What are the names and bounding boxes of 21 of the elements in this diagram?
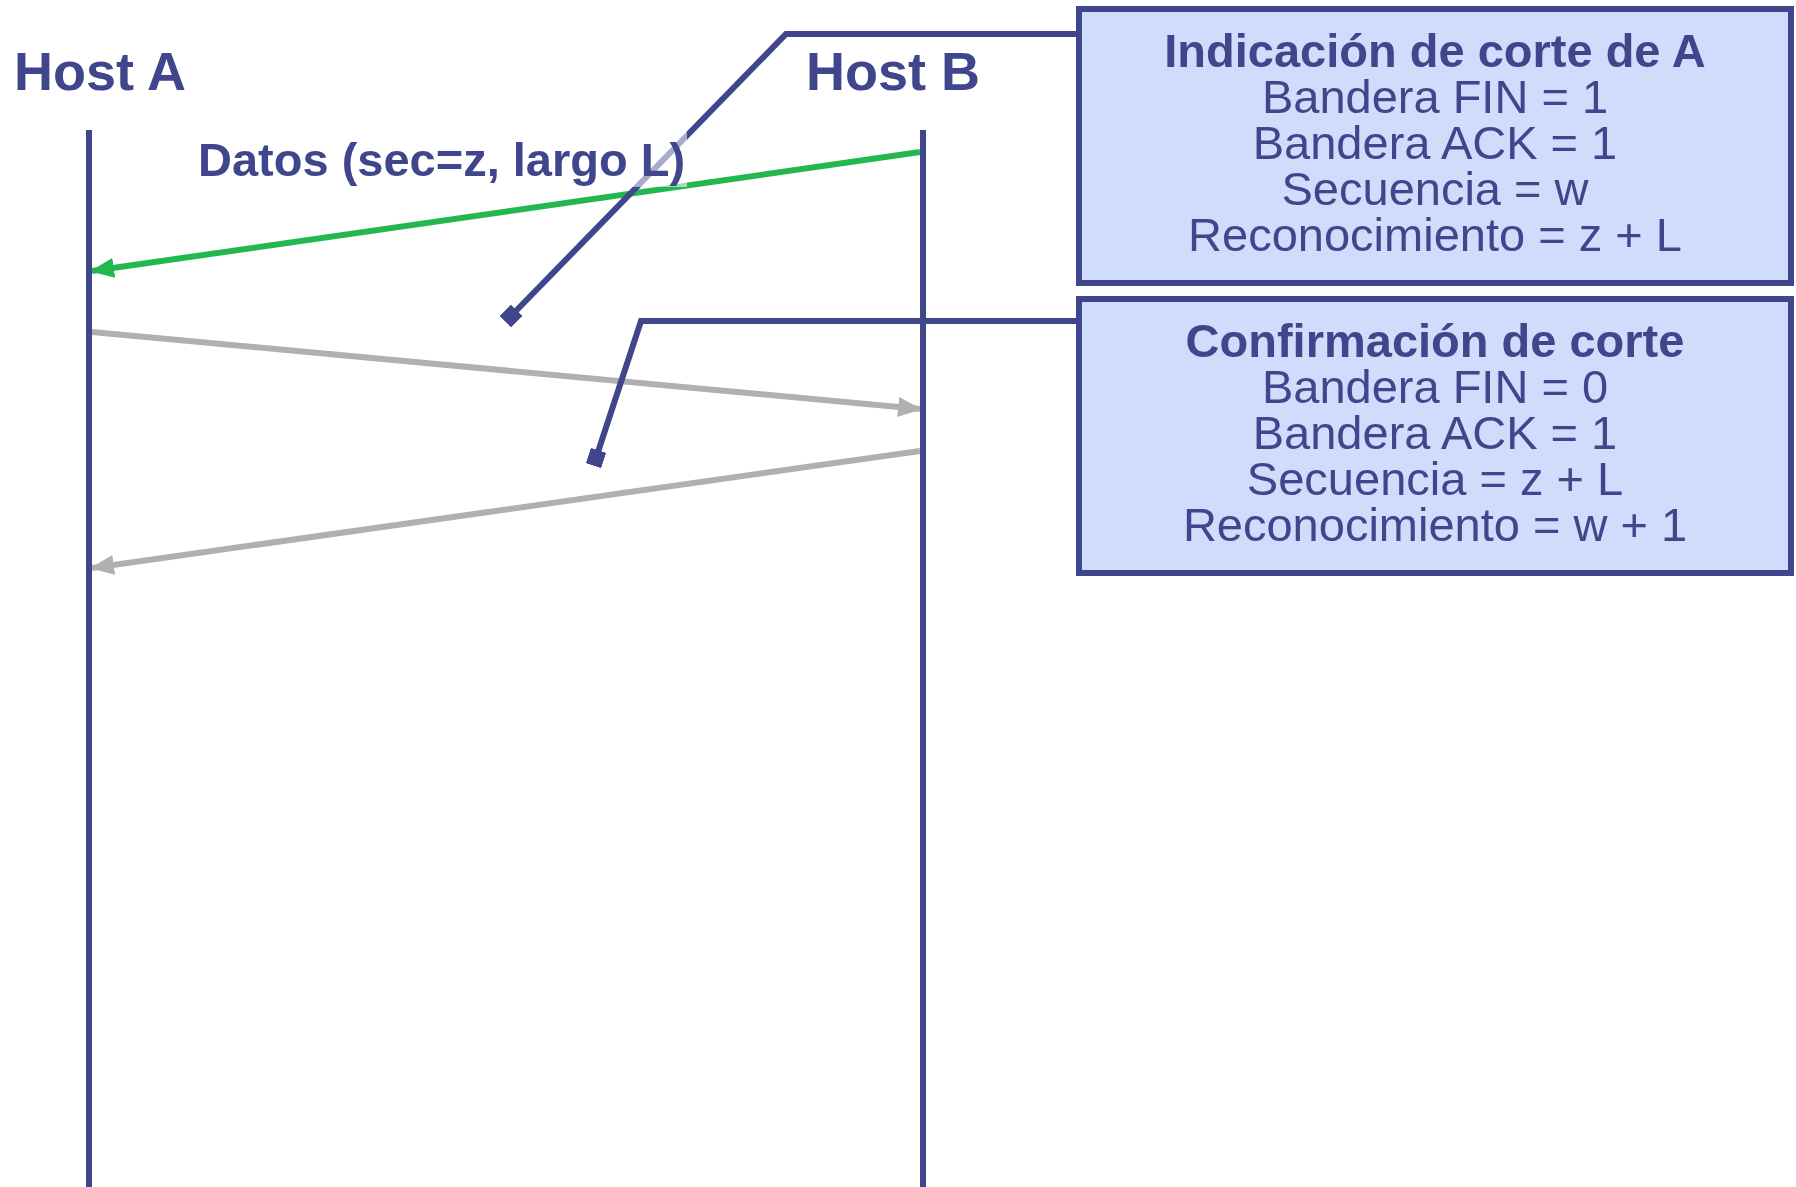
leader-line [585, 318, 1076, 469]
leader-line [499, 31, 1076, 328]
message-box [1076, 6, 1794, 286]
lifeline [920, 130, 926, 1187]
field-line: Reconocimiento = z + L [1187, 212, 1683, 258]
box-heading: Confirmación de corte [1184, 318, 1686, 364]
host-label: Host B [806, 40, 976, 104]
field-line: Reconocimiento = w + 1 [1181, 502, 1689, 548]
field-line: Bandera FIN = 0 [1260, 364, 1610, 410]
host-label: Host A [14, 40, 204, 104]
message-arrow [91, 329, 922, 417]
box-heading: Indicación de corte de A [1163, 28, 1707, 74]
field-line: Bandera ACK = 1 [1251, 410, 1619, 456]
lifeline [86, 130, 92, 1187]
message-arrow [90, 149, 921, 278]
field-line: Bandera FIN = 1 [1260, 74, 1610, 120]
field-line: Bandera ACK = 1 [1251, 120, 1619, 166]
field-line: Secuencia = z + L [1245, 456, 1625, 502]
message-box [1076, 296, 1794, 576]
field-line: Secuencia = w [1280, 166, 1590, 212]
message-arrow [90, 448, 921, 575]
